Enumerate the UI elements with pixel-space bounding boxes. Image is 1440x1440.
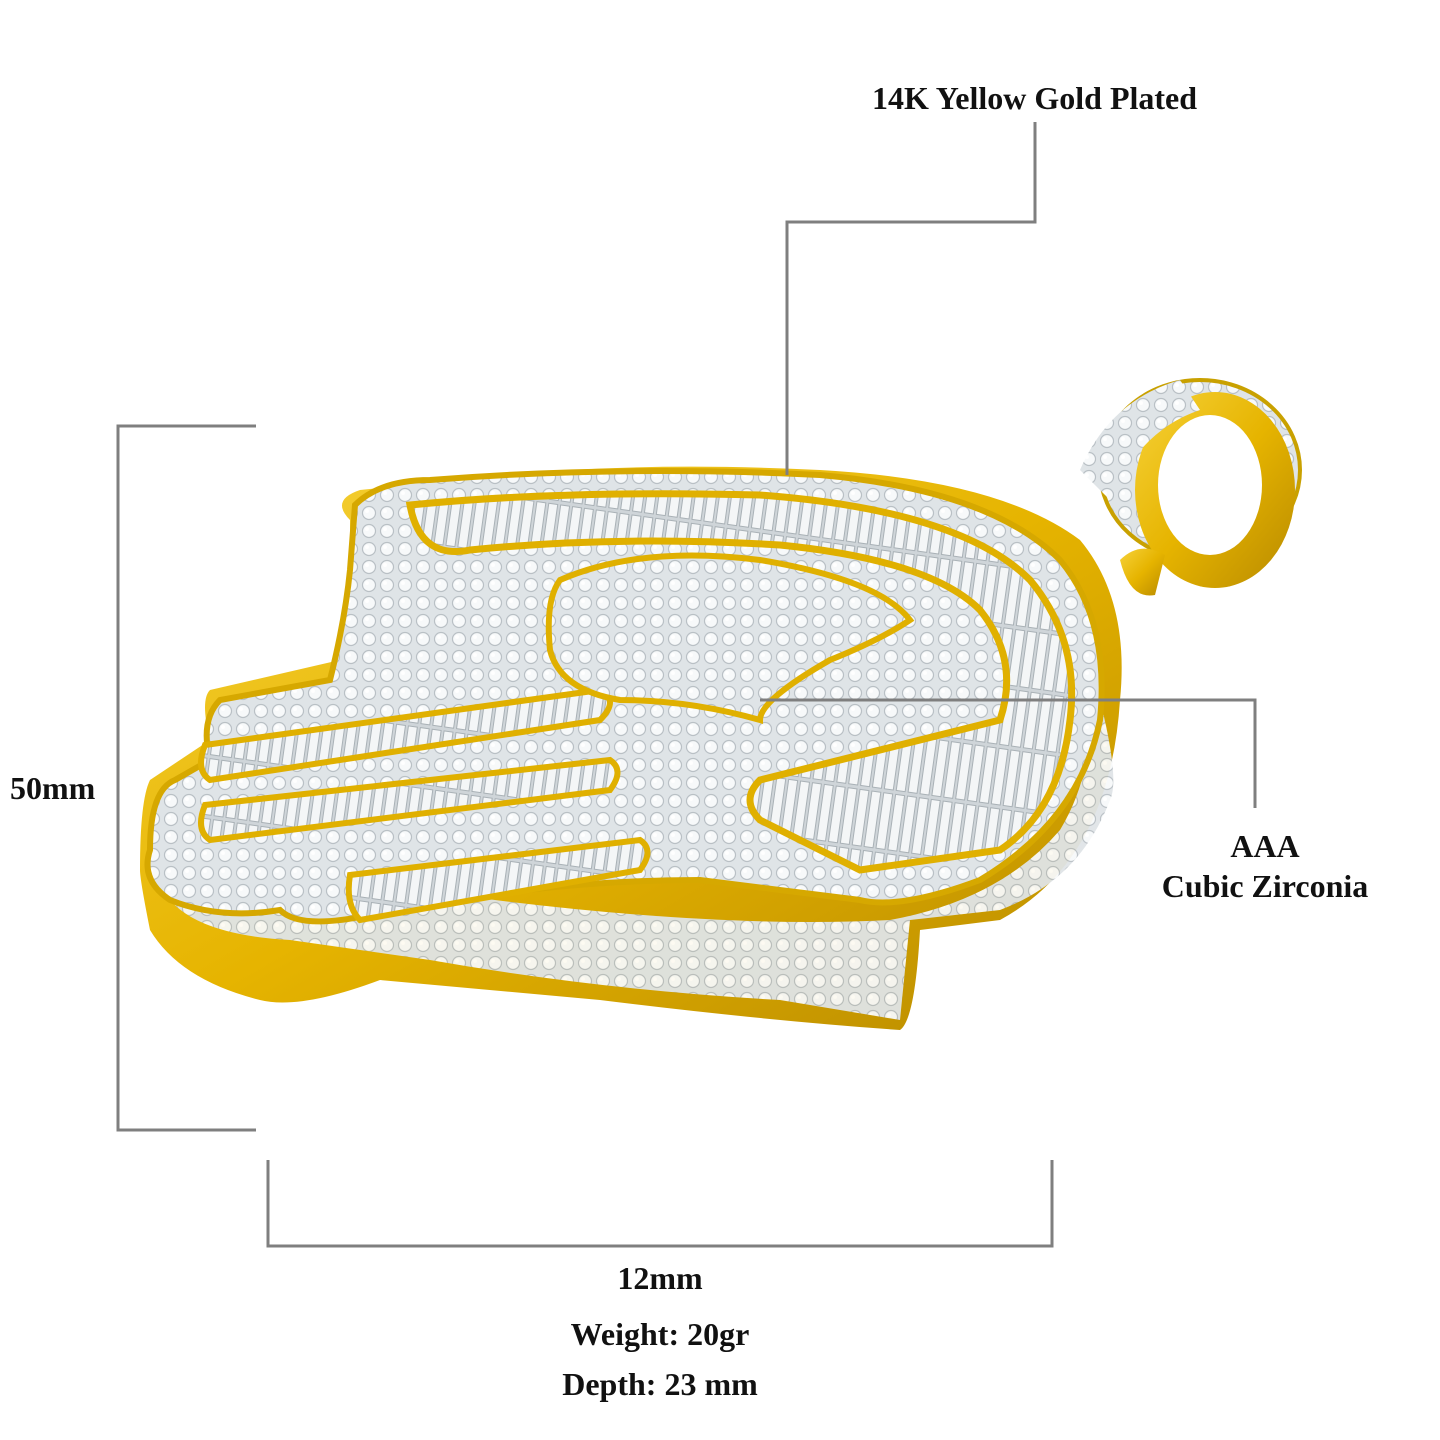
stone-grade-label: AAA: [1230, 828, 1300, 864]
width-label: 12mm: [617, 1260, 703, 1296]
pendant-bail: [1080, 378, 1302, 596]
height-label: 50mm: [10, 770, 96, 806]
material-leader-line: [785, 122, 1037, 475]
depth-label: Depth: 23 mm: [562, 1366, 758, 1402]
material-label: 14K Yellow Gold Plated: [872, 80, 1198, 116]
width-dimension-bracket: [266, 1160, 1054, 1248]
pendant-top-face: [144, 468, 1105, 925]
height-dimension-bracket: [116, 424, 256, 1132]
stone-label: AAA Cubic Zirconia: [1140, 826, 1390, 906]
weight-label: Weight: 20gr: [570, 1316, 750, 1352]
stone-type-label: Cubic Zirconia: [1161, 868, 1369, 904]
stone-leader-line: [760, 698, 1257, 808]
